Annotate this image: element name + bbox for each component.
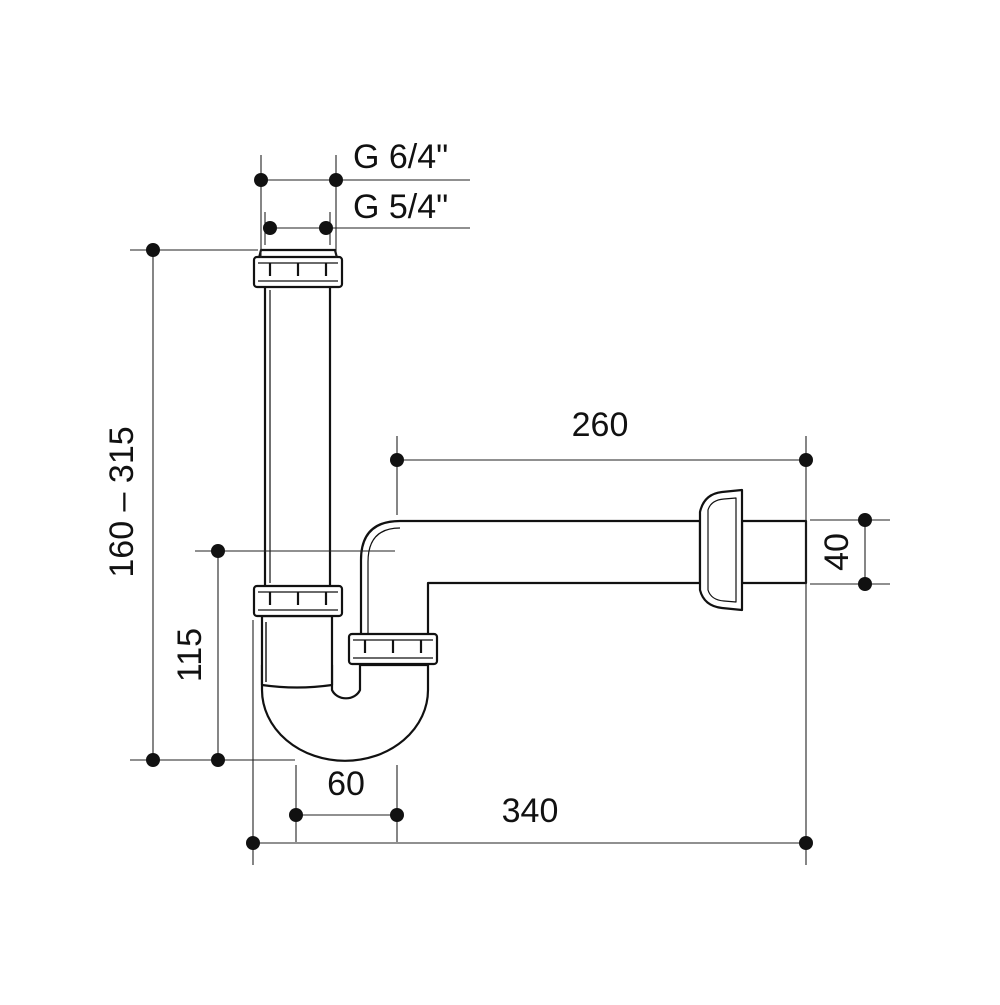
label-height-115: 115	[171, 628, 209, 682]
top-union-nut	[252, 255, 344, 289]
dot-40-top	[858, 513, 872, 527]
dot-height-top	[146, 243, 160, 257]
dimension-lines	[130, 155, 890, 865]
dot-115-top	[211, 544, 225, 558]
vertical-tailpiece	[263, 283, 332, 589]
dot-thread-outer-right	[329, 173, 343, 187]
label-thread-inner: G 5/4"	[353, 188, 448, 226]
label-length-260: 260	[572, 406, 629, 444]
dimension-labels: G 6/4" G 5/4" 260 60 340 160 – 315 115 4…	[103, 138, 856, 830]
siphon-part	[252, 248, 808, 762]
label-height-range: 160 – 315	[103, 426, 141, 577]
label-width-60: 60	[327, 765, 365, 803]
dot-260-left	[390, 453, 404, 467]
dot-thread-inner-right	[319, 221, 333, 235]
dot-115-bottom	[211, 753, 225, 767]
label-thread-outer: G 6/4"	[353, 138, 448, 176]
dimension-dots	[146, 173, 872, 850]
dot-thread-outer-left	[254, 173, 268, 187]
dot-340-right	[799, 836, 813, 850]
middle-union-nut	[252, 584, 344, 618]
dot-thread-inner-left	[263, 221, 277, 235]
label-width-340: 340	[502, 792, 559, 830]
wall-rosette	[698, 488, 744, 612]
dot-260-right	[799, 453, 813, 467]
wall-pipe	[740, 519, 808, 585]
rosette-inner-ring	[707, 497, 737, 603]
inlet-lower-body	[260, 614, 334, 689]
dot-40-bottom	[858, 577, 872, 591]
u-bend	[260, 663, 430, 762]
dot-60-left	[289, 808, 303, 822]
dot-340-left	[246, 836, 260, 850]
dot-60-right	[390, 808, 404, 822]
outlet-highlight	[367, 527, 401, 646]
label-diameter-40: 40	[818, 533, 856, 571]
dot-height-bottom	[146, 753, 160, 767]
outlet-pipe	[359, 519, 702, 650]
right-union-nut	[347, 632, 439, 666]
